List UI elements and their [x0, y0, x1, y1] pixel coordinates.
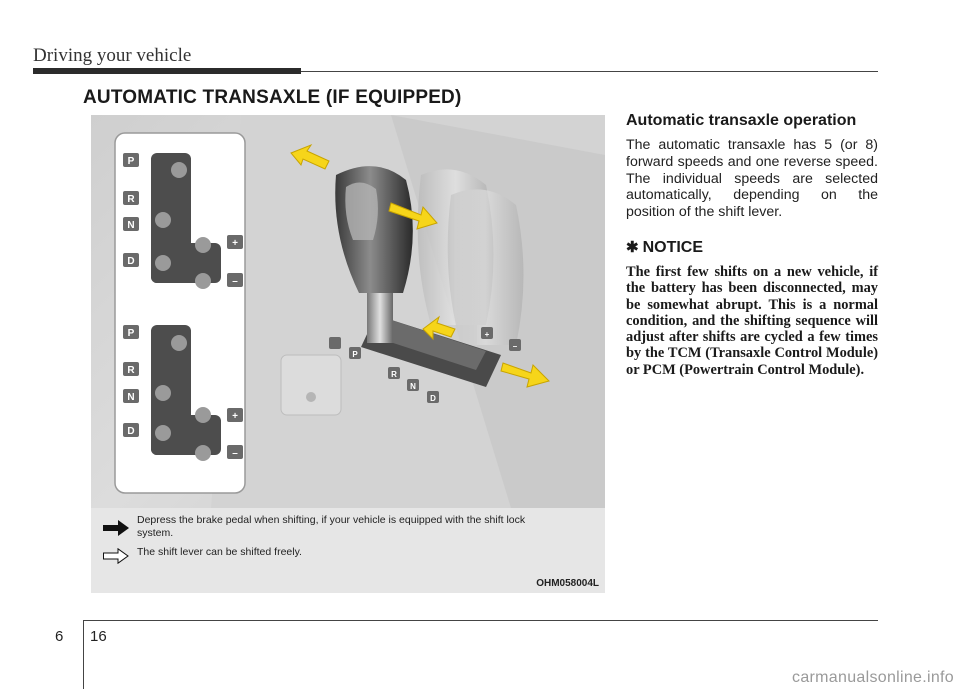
console-sign-plus: +	[485, 330, 490, 339]
direction-arrows	[290, 143, 550, 388]
gate-letter-n: N	[127, 220, 134, 231]
legend-outline-text: The shift lever can be shifted freely.	[137, 546, 302, 558]
gate-sign-plus: +	[232, 238, 238, 249]
operation-heading: Automatic transaxle operation	[626, 112, 857, 129]
console-sign-minus: –	[513, 342, 518, 351]
notice-paragraph: The first few shifts on a new vehicle, i…	[626, 264, 878, 378]
gate-letter-n-2: N	[127, 392, 134, 403]
section-title: AUTOMATIC TRANSAXLE (IF EQUIPPED)	[83, 87, 462, 108]
operation-paragraph: The automatic transaxle has 5 (or 8) for…	[626, 137, 878, 221]
console-letter-n: N	[410, 382, 416, 391]
arrow-up-left	[290, 143, 330, 170]
arrow-left	[422, 315, 456, 341]
page-number: 16	[90, 628, 107, 645]
notice-star-icon: ✱	[626, 239, 639, 256]
gate-slot-top-side	[151, 243, 221, 283]
gate-top-group	[151, 153, 221, 289]
footer-rule	[83, 620, 878, 621]
lever-shaft	[367, 285, 393, 343]
solid-arrow-icon	[103, 520, 129, 536]
gate-letter-p-2: P	[128, 328, 135, 339]
outline-arrow-icon	[103, 548, 129, 564]
lever-button	[345, 182, 378, 240]
gate-sign-plus-2: +	[232, 411, 238, 422]
console-button-dot	[306, 392, 316, 402]
gate-letter-p: P	[128, 156, 135, 167]
illustration-svg: P R N D + – P R N D + –	[114, 115, 605, 508]
arrow-right	[388, 202, 438, 230]
console-markers	[329, 327, 521, 403]
gate-letter-r: R	[127, 194, 135, 205]
gate-sign-minus: –	[232, 276, 238, 287]
footer-divider	[83, 620, 84, 689]
gate-slot-bottom-side	[151, 415, 221, 455]
shift-lever-figure: P R N D + – P R N D + –	[91, 115, 605, 593]
gate-markers	[123, 153, 243, 459]
console-button	[280, 354, 342, 416]
gate-letter-d-2: D	[127, 426, 134, 437]
header-rule	[33, 71, 878, 72]
chapter-number: 6	[55, 628, 64, 645]
console-letter-p: P	[352, 350, 358, 359]
arrow-down-right	[500, 362, 550, 388]
figure-code: OHM058004L	[536, 578, 599, 589]
gate-panel	[114, 132, 246, 494]
gate-bottom-group	[151, 325, 221, 461]
console-letter-r: R	[391, 370, 397, 379]
watermark-text: carmanualsonline.info	[792, 669, 954, 686]
gate-sign-minus-2: –	[232, 448, 238, 459]
gate-letter-r-2: R	[127, 365, 135, 376]
legend-solid-text: Depress the brake pedal when shifting, i…	[137, 514, 526, 539]
figure-legend: Depress the brake pedal when shifting, i…	[91, 508, 605, 593]
header-title: Driving your vehicle	[33, 45, 192, 66]
notice-heading: ✱NOTICE	[626, 238, 703, 257]
notice-heading-label: NOTICE	[642, 239, 704, 256]
gate-letter-d: D	[127, 256, 134, 267]
ghost-lever-2	[447, 189, 524, 345]
console-gate-inner	[381, 320, 486, 370]
console-letter-d: D	[430, 394, 436, 403]
header-rule-accent	[33, 68, 301, 74]
shift-lever-illustration: P R N D + – P R N D + –	[91, 115, 605, 508]
